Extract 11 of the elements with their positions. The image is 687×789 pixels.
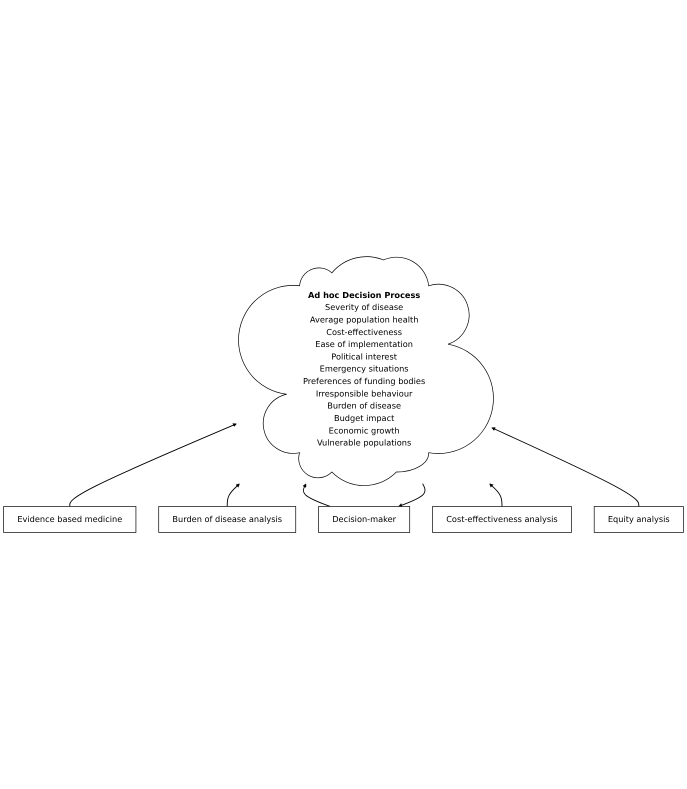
arrow [489, 483, 502, 507]
arrow [226, 483, 240, 507]
node-box: Evidence based medicine [3, 506, 136, 533]
node-box: Cost-effectiveness analysis [432, 506, 572, 533]
arrow [69, 423, 237, 507]
arrow [302, 483, 331, 507]
node-box: Equity analysis [594, 506, 684, 533]
arrow [491, 427, 640, 507]
node-box: Decision-maker [318, 506, 410, 533]
node-box: Burden of disease analysis [158, 506, 296, 533]
arrow [398, 483, 426, 507]
